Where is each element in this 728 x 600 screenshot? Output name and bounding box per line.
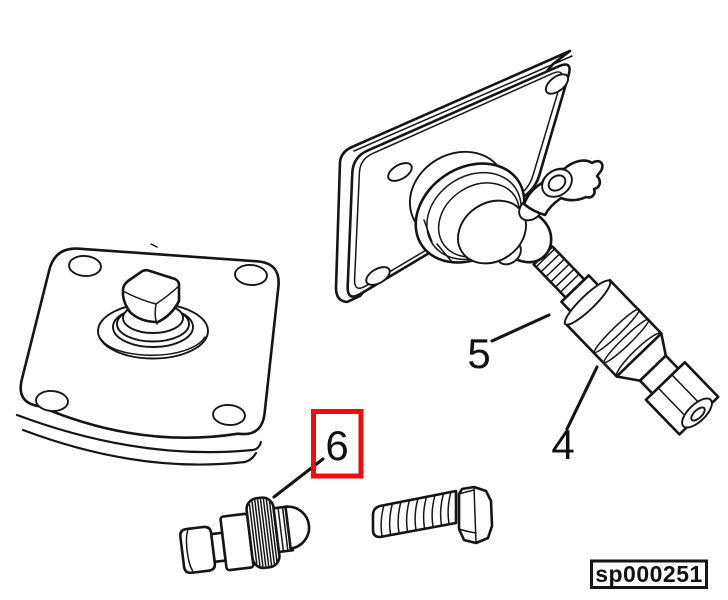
lever-ring-hole <box>547 174 567 192</box>
bolt-thread-lines <box>380 491 452 538</box>
valve-lever <box>522 159 604 217</box>
valve-stem-thread-ribs <box>535 247 581 293</box>
plate-edge-mid-line <box>353 55 573 152</box>
stamp-border-box <box>590 559 708 589</box>
bolt-head-facet-lines <box>458 486 477 544</box>
center-plug-boss <box>97 268 209 360</box>
valve-body-groove-band <box>603 318 650 364</box>
plug-flange-bottom-edge <box>100 336 206 356</box>
callout-4-leader-line <box>565 365 599 431</box>
fitting-hex-facets <box>277 507 289 552</box>
bolt-threaded-shank <box>371 489 458 539</box>
plate-bolt-hole <box>387 162 413 182</box>
valve-body-groove-band <box>593 308 641 354</box>
part-code-stamp: sp000251 <box>590 559 708 589</box>
grease-fitting <box>178 496 311 575</box>
plate-bolt-hole <box>68 255 102 277</box>
plate-bolt-hole <box>234 264 268 286</box>
callout-5-label[interactable]: 5 <box>467 330 490 377</box>
mounting-nut-hex-facets <box>423 219 453 263</box>
valve-end-hex-nut <box>644 361 720 436</box>
valve-outlet-hole <box>690 406 706 422</box>
valve-body-end-cap <box>563 279 612 326</box>
hex-bolt <box>371 485 494 545</box>
plate-bolt-hole <box>35 390 69 412</box>
drain-valve-assembly <box>414 159 720 436</box>
callout-4[interactable]: 4 <box>551 365 599 468</box>
callout-5[interactable]: 5 <box>467 313 551 377</box>
plate-thickness-line <box>21 428 258 466</box>
fitting-dome-tip <box>284 505 311 550</box>
callout-5-leader-line <box>490 313 551 343</box>
fitting-knurl-lines <box>248 498 278 567</box>
left-mounting-plate <box>15 243 280 466</box>
plate-edge-tick <box>150 243 158 248</box>
fitting-stem-cap <box>178 525 217 575</box>
plate-bolt-hole <box>544 73 570 95</box>
fitting-stem-cap-line <box>185 530 194 572</box>
plate-bolt-hole <box>212 404 246 426</box>
plate-thickness-line <box>15 413 263 454</box>
callout-4-label[interactable]: 4 <box>551 421 574 468</box>
plug-head-facet-edges <box>122 285 180 325</box>
callout-6[interactable]: 6 <box>272 409 364 499</box>
callout-6-highlight-box[interactable] <box>311 409 364 479</box>
callout-6-label[interactable]: 6 <box>325 422 348 469</box>
plate-bolt-hole <box>365 266 391 286</box>
stamp-code-text: sp000251 <box>595 561 703 587</box>
square-plug-head <box>121 268 181 324</box>
